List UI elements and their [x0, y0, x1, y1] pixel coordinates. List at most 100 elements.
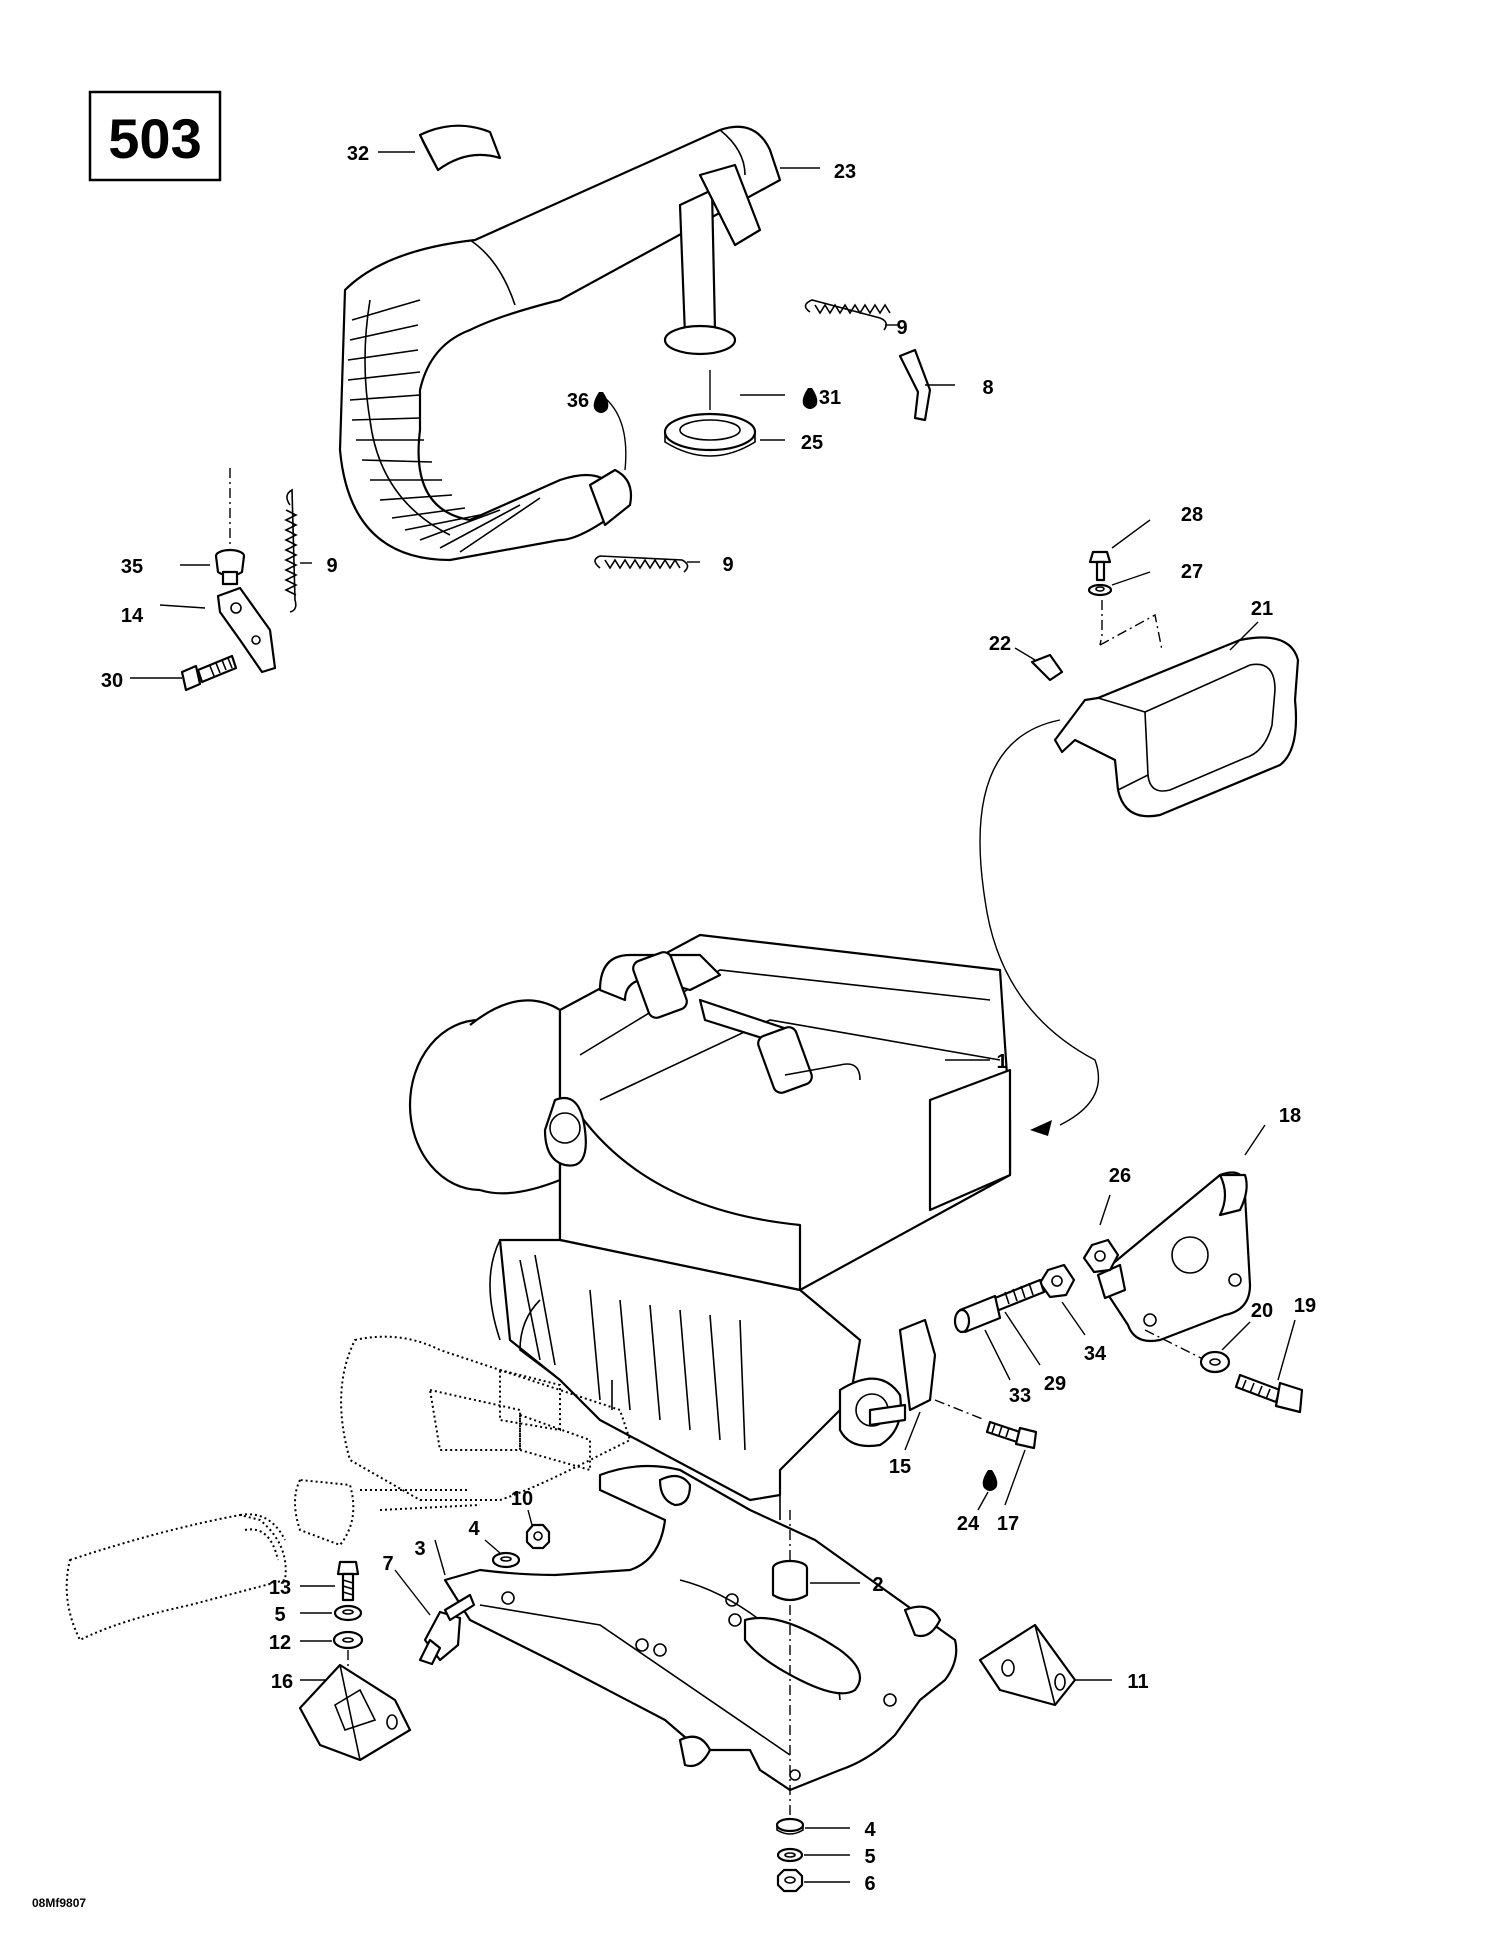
callout-22: 22 [989, 633, 1011, 655]
callout-30: 30 [101, 670, 123, 692]
part-22-clip [1030, 653, 1064, 682]
part-3-engine-cradle [443, 1464, 958, 1792]
leader-24 [977, 1491, 989, 1511]
part-21-air-duct [1053, 636, 1300, 818]
leader-4a [484, 1539, 501, 1554]
callout-9-bottom: 9 [722, 554, 733, 576]
drawing-code: 08Mf9807 [32, 1896, 86, 1910]
callout-4-top: 4 [468, 1518, 480, 1540]
part-9-spring-left [284, 488, 298, 613]
callout-18: 18 [1279, 1105, 1301, 1127]
leader-20 [1221, 1321, 1251, 1351]
part-34-nut [1038, 1263, 1076, 1299]
part-9-spring-bottom [594, 555, 689, 573]
part-13-bolt [336, 1560, 360, 1602]
part-26-nut [1082, 1238, 1120, 1274]
part-14-bracket [216, 586, 277, 674]
callout-9-top: 9 [896, 317, 907, 339]
part-9-spring-top [804, 299, 891, 331]
callout-17: 17 [997, 1513, 1019, 1535]
leader-36 [604, 397, 627, 471]
callout-28: 28 [1181, 504, 1203, 526]
axis-21 [1099, 600, 1163, 651]
part-25-ring-seal [663, 412, 757, 457]
part-4-washer-bottom [775, 1817, 805, 1835]
part-15-bracket [898, 1318, 937, 1412]
part-1-engine-assembly [408, 933, 1012, 1520]
part-16-rubber-mount [298, 1663, 412, 1762]
callout-25: 25 [801, 432, 823, 454]
drop-icon [802, 388, 818, 409]
callout-24: 24 [957, 1513, 980, 1535]
leader-27 [1111, 571, 1151, 586]
callout-10: 10 [511, 1488, 533, 1510]
callout-26: 26 [1109, 1165, 1131, 1187]
callout-3: 3 [414, 1538, 425, 1560]
part-2-spacer [771, 1559, 809, 1602]
callout-16: 16 [271, 1671, 293, 1693]
callout-2: 2 [872, 1574, 883, 1596]
callout-15: 15 [889, 1456, 911, 1478]
callout-20: 20 [1251, 1300, 1273, 1322]
leader-34 [1061, 1301, 1086, 1336]
part-12-washer [332, 1630, 364, 1650]
callout-labels: 32 23 9 8 36 31 25 28 27 21 22 35 9 14 3… [101, 143, 1316, 1895]
callout-29: 29 [1044, 1373, 1066, 1395]
callout-7: 7 [382, 1553, 393, 1575]
part-30-bolt [180, 654, 238, 692]
part-6-nut [776, 1868, 804, 1893]
part-5-lockwasher-top [333, 1604, 363, 1622]
callout-8: 8 [982, 377, 993, 399]
callout-13: 13 [269, 1577, 291, 1599]
leader-15 [904, 1411, 921, 1451]
callout-21: 21 [1251, 598, 1273, 620]
callout-32: 32 [347, 143, 369, 165]
part-18-engine-plate [1096, 1171, 1252, 1343]
page-number: 503 [108, 107, 201, 170]
phantom-exhaust-manifold [65, 1335, 632, 1642]
page-number-box: 503 [88, 90, 222, 182]
part-7-stud [418, 1593, 476, 1666]
part-23-exhaust-pipe [338, 125, 782, 562]
leader-10 [527, 1509, 533, 1526]
leader-19 [1277, 1319, 1296, 1381]
callout-11: 11 [1127, 1671, 1148, 1693]
part-19-bolt [1234, 1373, 1304, 1414]
part-35-bushing [214, 548, 246, 586]
leader-21 [1229, 621, 1259, 651]
leader-22 [1014, 647, 1036, 661]
part-32-sleeve [418, 124, 502, 172]
axis-20 [1144, 1329, 1206, 1361]
leader-3 [434, 1539, 446, 1576]
part-4-washer-top [491, 1551, 521, 1569]
callout-33: 33 [1009, 1385, 1031, 1407]
callout-34: 34 [1084, 1343, 1107, 1365]
part-5-lockwasher-bottom [776, 1847, 804, 1863]
callout-1: 1 [996, 1051, 1007, 1073]
part-27-washer [1087, 583, 1113, 597]
callout-36: 36 [567, 390, 589, 412]
axis-17 [934, 1399, 986, 1421]
part-33-spacer [953, 1294, 1002, 1334]
callout-12: 12 [269, 1632, 291, 1654]
callout-6: 6 [864, 1873, 875, 1895]
part-20-washer [1199, 1350, 1231, 1374]
callout-5-bottom: 5 [864, 1846, 875, 1868]
callout-31: 31 [819, 387, 841, 409]
flow-arrow-head [1030, 1120, 1052, 1136]
leader-29 [1004, 1311, 1041, 1366]
callout-5-top: 5 [274, 1604, 285, 1626]
leader-26 [1099, 1194, 1111, 1226]
callout-4-bottom: 4 [864, 1819, 876, 1841]
drop-icon [982, 1470, 998, 1491]
leader-28 [1111, 519, 1151, 549]
callout-14: 14 [121, 605, 144, 627]
part-11-rubber-mount [978, 1623, 1077, 1707]
leader-14 [159, 604, 206, 609]
callout-35: 35 [121, 556, 143, 578]
callout-23: 23 [834, 161, 856, 183]
leader-17 [1004, 1449, 1026, 1506]
callout-27: 27 [1181, 561, 1203, 583]
leader-33 [984, 1329, 1011, 1381]
